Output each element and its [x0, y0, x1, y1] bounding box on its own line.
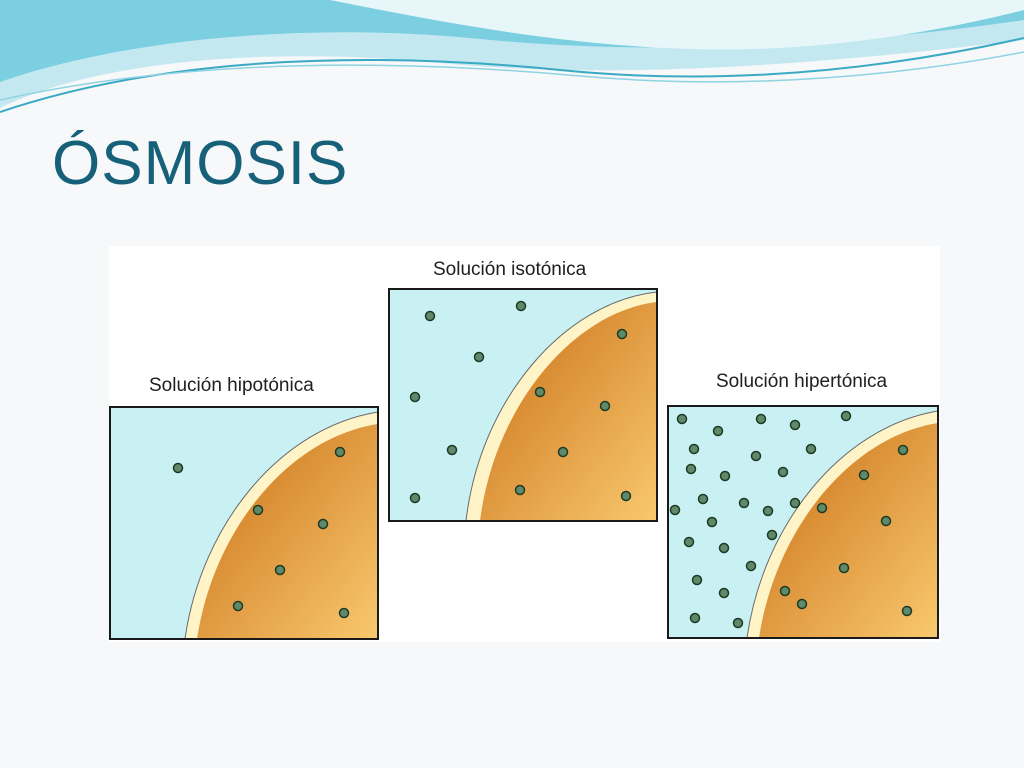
particle	[557, 446, 569, 458]
hypotonic-cell	[197, 424, 378, 639]
particle	[858, 469, 870, 481]
particle	[409, 492, 421, 504]
particle	[840, 410, 852, 422]
particle	[718, 587, 730, 599]
particle	[755, 413, 767, 425]
panel-hypertonic	[667, 405, 941, 642]
particle	[473, 351, 485, 363]
particle	[691, 574, 703, 586]
particle	[838, 562, 850, 574]
particle	[805, 443, 817, 455]
particle	[697, 493, 709, 505]
particle	[706, 516, 718, 528]
particle	[688, 443, 700, 455]
particle	[172, 462, 184, 474]
particle	[334, 446, 346, 458]
panel-isotonic	[388, 288, 660, 525]
particle	[338, 607, 350, 619]
particle	[732, 617, 744, 629]
slide-title: ÓSMOSIS	[52, 129, 349, 198]
particle	[409, 391, 421, 403]
particle	[766, 529, 778, 541]
particle	[232, 600, 244, 612]
particle	[796, 598, 808, 610]
particle	[712, 425, 724, 437]
particle	[789, 497, 801, 509]
particle	[620, 490, 632, 502]
header-wave-decoration	[0, 0, 1024, 113]
particle	[534, 386, 546, 398]
panel-hypotonic	[109, 406, 381, 642]
particle	[252, 504, 264, 516]
label-hypertonic: Solución hipertónica	[716, 371, 888, 392]
particle	[616, 328, 628, 340]
particle	[514, 484, 526, 496]
particle	[738, 497, 750, 509]
label-isotonic: Solución isotónica	[433, 259, 587, 280]
particle	[515, 300, 527, 312]
particle	[816, 502, 828, 514]
particle	[789, 419, 801, 431]
isotonic-cell	[480, 302, 657, 521]
particle	[880, 515, 892, 527]
particle	[779, 585, 791, 597]
particle	[676, 413, 688, 425]
particle	[897, 444, 909, 456]
particle	[669, 504, 681, 516]
particle	[901, 605, 913, 617]
particle	[424, 310, 436, 322]
particle	[777, 466, 789, 478]
particle	[446, 444, 458, 456]
particle	[683, 536, 695, 548]
label-hypotonic: Solución hipotónica	[149, 375, 314, 396]
particle	[718, 542, 730, 554]
particle	[317, 518, 329, 530]
particle	[762, 505, 774, 517]
particle	[685, 463, 697, 475]
particle	[274, 564, 286, 576]
hypertonic-cell	[759, 423, 938, 638]
particle	[599, 400, 611, 412]
particle	[689, 612, 701, 624]
osmosis-diagram: Solución hipotónica Solución isotónica S…	[109, 246, 940, 642]
particle	[719, 470, 731, 482]
particle	[745, 560, 757, 572]
particle	[750, 450, 762, 462]
